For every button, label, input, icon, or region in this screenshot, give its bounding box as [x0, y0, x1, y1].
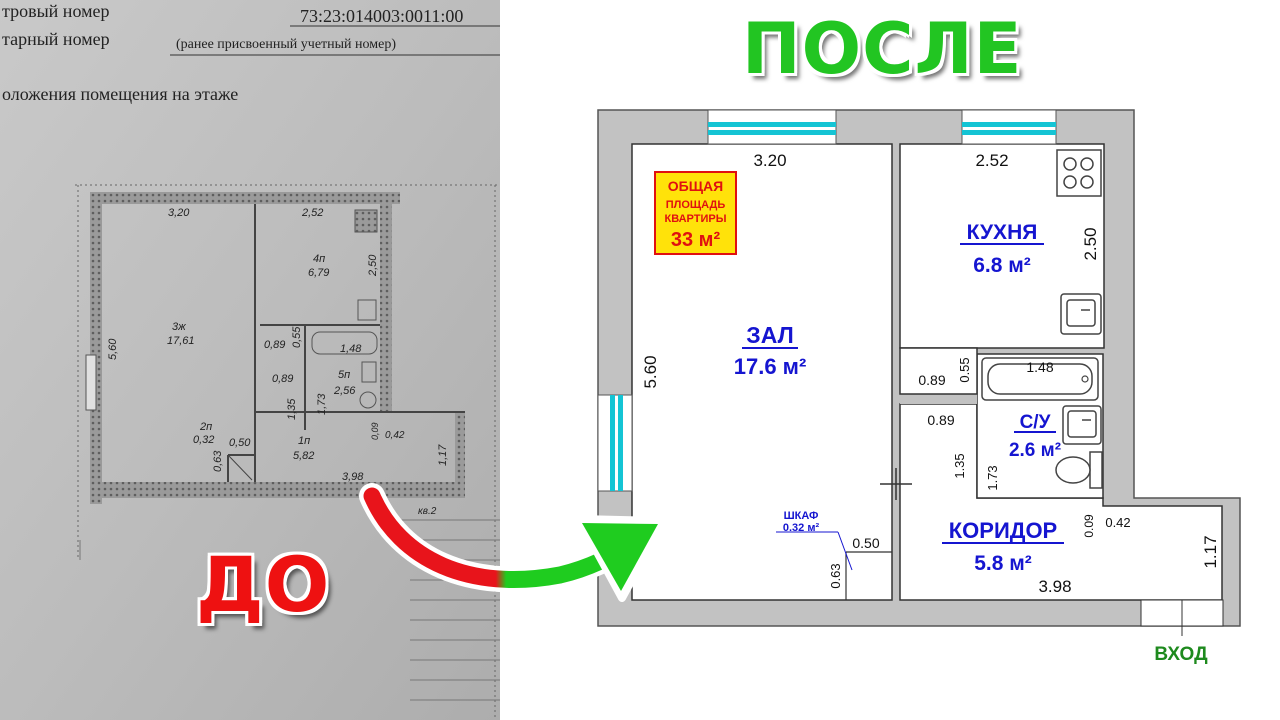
entrance-label: ВХОД	[1154, 644, 1208, 665]
old-dim-117: 1,17	[437, 444, 449, 466]
old-room-5-area: 2,56	[333, 385, 356, 397]
room-corridor-area: 5.8 м²	[974, 552, 1032, 575]
total-area-line1: ОБЩАЯ	[668, 178, 723, 194]
dim-398: 3.98	[1038, 577, 1071, 596]
stove-icon	[1056, 149, 1102, 197]
old-floor-plan-document: тровый номер 73:23:014003:0011:00 тарный…	[0, 0, 500, 720]
bathtub-icon	[981, 357, 1099, 401]
old-room-2-area: 0,32	[193, 434, 214, 446]
document-header-previous-number: (ранее присвоенный учетный номер)	[176, 37, 396, 52]
old-room-2-label: 2п	[199, 421, 212, 433]
dim-148: 1.48	[1026, 359, 1053, 375]
dim-042: 0.42	[1105, 515, 1130, 530]
old-dim-width-room4: 2,52	[301, 207, 323, 219]
old-dim-089a: 0,89	[264, 339, 285, 351]
kitchen-floor-extension	[899, 347, 978, 395]
total-area-value: 33 м²	[671, 229, 721, 251]
dim-089b: 0.89	[927, 412, 954, 428]
old-dim-135: 1,35	[286, 398, 298, 420]
dim-050: 0.50	[852, 535, 879, 551]
old-plan-fixtures	[311, 209, 378, 409]
dim-kitchen-width: 2.52	[975, 151, 1008, 170]
door-marks	[880, 468, 912, 500]
before-after-arrow	[359, 483, 668, 602]
dim-kitchen-height: 2.50	[1081, 227, 1100, 260]
dim-173: 1.73	[985, 465, 1000, 490]
total-area-line3: КВАРТИРЫ	[665, 213, 727, 225]
old-apartment-label: кв.2	[418, 506, 437, 517]
old-dim-height-room3: 5,60	[107, 338, 119, 360]
old-dim-173: 1,73	[316, 393, 328, 415]
old-room-4-label: 4п	[313, 253, 325, 265]
room-kitchen-name: КУХНЯ	[967, 221, 1038, 244]
old-dim-height-room4: 2,50	[367, 254, 379, 277]
total-area-line2: ПЛОЩАДЬ	[666, 199, 726, 211]
old-dim-050: 0,50	[229, 437, 251, 449]
total-area-box: ОБЩАЯ ПЛОЩАДЬ КВАРТИРЫ 33 м²	[654, 171, 737, 255]
dim-063: 0.63	[828, 563, 843, 588]
toilet-icon	[1055, 451, 1103, 489]
document-header-location: оложения помещения на этаже	[2, 84, 238, 104]
kitchen-sink-icon	[1060, 293, 1102, 335]
bathroom-sink-icon	[1062, 405, 1102, 445]
dim-009: 0.09	[1082, 514, 1096, 538]
old-plan-interior-walls	[227, 204, 465, 482]
title-after: ПОСЛЕ	[742, 8, 1023, 90]
room-zal-name: ЗАЛ	[746, 322, 793, 348]
dim-117: 1.17	[1201, 535, 1220, 568]
dim-zal-width: 3.20	[753, 151, 786, 170]
old-dim-398: 3,98	[342, 471, 364, 483]
old-dim-042: 0,42	[385, 430, 405, 441]
old-room-3-label: 3ж	[172, 321, 186, 333]
dim-055: 0.55	[957, 357, 972, 382]
room-corridor-name: КОРИДОР	[949, 518, 1058, 543]
old-dim-063: 0,63	[212, 450, 224, 472]
old-dim-055: 0,55	[291, 326, 303, 348]
wardrobe-area: 0.32 м²	[783, 522, 820, 534]
old-room-4-area: 6,79	[308, 267, 329, 279]
document-header-inventory: тарный номер	[2, 29, 110, 49]
old-room-1-label: 1п	[298, 435, 310, 447]
title-before: ДО	[196, 540, 331, 629]
old-plan-frame	[75, 184, 500, 720]
document-header-cadastral-value: 73:23:014003:0011:00	[300, 6, 463, 26]
old-dim-089b: 0,89	[272, 373, 293, 385]
old-dim-width-room3: 3,20	[168, 207, 190, 219]
old-dim-009: 0,09	[370, 422, 380, 440]
dim-135: 1.35	[952, 453, 967, 478]
windows	[597, 109, 1057, 492]
room-bathroom-name: С/У	[1020, 412, 1051, 433]
old-room-3-area: 17,61	[167, 335, 195, 347]
room-bathroom-area: 2.6 м²	[1009, 440, 1061, 461]
old-dim-148: 1,48	[340, 343, 362, 355]
document-header-cadastral: тровый номер	[2, 1, 109, 21]
room-kitchen-area: 6.8 м²	[973, 254, 1031, 277]
wardrobe-leader-diag	[837, 531, 853, 571]
old-room-5-label: 5п	[338, 369, 350, 381]
wardrobe-name: ШКАФ	[784, 510, 819, 522]
dim-zal-height: 5.60	[641, 355, 660, 388]
dim-089a: 0.89	[918, 372, 945, 388]
old-plan-stairs	[79, 519, 500, 701]
old-room-1-area: 5,82	[293, 450, 314, 462]
wardrobe-outline	[845, 551, 892, 600]
room-zal-area: 17.6 м²	[734, 354, 807, 379]
